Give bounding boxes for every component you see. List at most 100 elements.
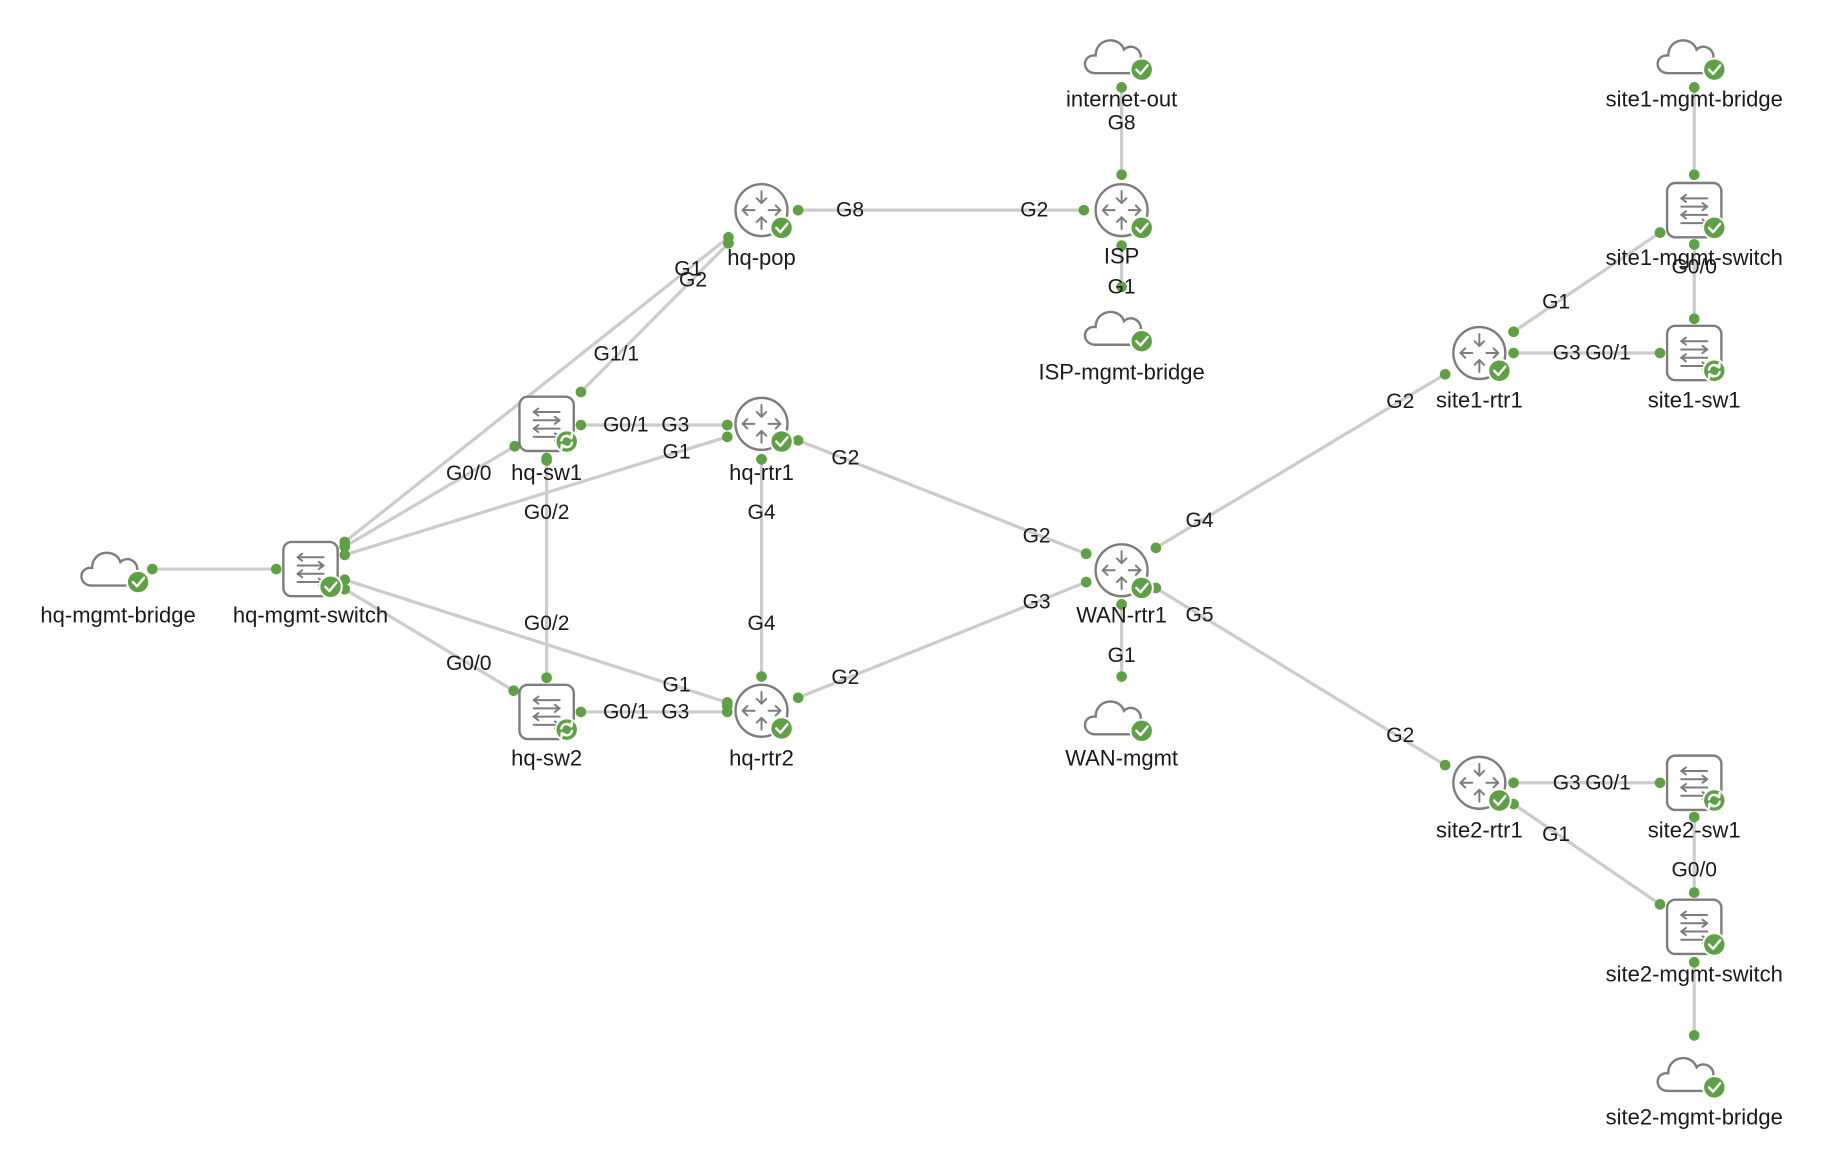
node-hq-rtr2[interactable]: hq-rtr2 (729, 683, 794, 771)
node-hq-mgmt-bridge[interactable]: hq-mgmt-bridge (40, 551, 196, 628)
link-hq-mgmt-switch-to-hq-rtr2[interactable] (344, 578, 728, 705)
port-dot[interactable] (1688, 811, 1700, 823)
port-dot[interactable] (792, 435, 804, 446)
port-dot[interactable] (1688, 82, 1700, 93)
port-dot[interactable] (1116, 169, 1127, 181)
port-dot[interactable] (1654, 347, 1666, 359)
link-wan-rtr1-to-site2-rtr1[interactable] (1155, 586, 1446, 767)
port-dot[interactable] (1439, 759, 1451, 771)
node-label: WAN-mgmt (1065, 745, 1178, 770)
port-dot[interactable] (1688, 887, 1700, 898)
port-dot[interactable] (339, 549, 351, 561)
port-dot[interactable] (1439, 368, 1451, 380)
link-hq-rtr1-to-wan-rtr1[interactable] (797, 438, 1087, 556)
port-dot[interactable] (575, 386, 587, 398)
port-dot[interactable] (270, 563, 282, 575)
port-dot[interactable] (1080, 576, 1092, 588)
link-site1-rtr1-to-wan-rtr1[interactable] (1155, 372, 1446, 550)
node-isp[interactable]: ISP (1094, 182, 1154, 269)
port-dot[interactable] (339, 574, 351, 586)
status-check-icon (318, 574, 343, 599)
port-label: G1 (663, 441, 691, 464)
port-dot[interactable] (792, 204, 804, 216)
port-dot[interactable] (721, 700, 733, 712)
port-dot[interactable] (1116, 240, 1127, 251)
node-site2-sw1[interactable]: site2-sw1 (1648, 754, 1741, 843)
node-label: site1-mgmt-bridge (1606, 87, 1783, 112)
node-wan-mgmt[interactable]: WAN-mgmt (1065, 700, 1178, 771)
port-dot[interactable] (575, 706, 587, 718)
port-label: G1 (1542, 823, 1570, 846)
port-dot[interactable] (146, 563, 158, 575)
port-dot[interactable] (1508, 326, 1519, 338)
link-hq-mgmt-switch-to-hq-sw2[interactable] (343, 587, 515, 693)
link-hq-mgmt-switch-to-hq-rtr1[interactable] (344, 435, 728, 557)
node-label: hq-mgmt-switch (233, 603, 388, 628)
port-dot[interactable] (509, 440, 521, 452)
port-dot[interactable] (1080, 548, 1092, 560)
status-check-icon (1487, 788, 1512, 813)
port-dot[interactable] (723, 237, 734, 249)
port-dot[interactable] (1116, 82, 1127, 93)
link-hq-mgmt-switch-to-hq-sw1[interactable] (343, 444, 516, 549)
node-site1-rtr1[interactable]: site1-rtr1 (1436, 325, 1523, 413)
port-label: G3 (661, 414, 689, 437)
node-site1-sw1[interactable]: site1-sw1 (1648, 324, 1741, 413)
port-dot[interactable] (792, 692, 804, 704)
node-hq-pop[interactable]: hq-pop (727, 182, 796, 270)
link-site2-rtr1-to-site2-mgmt-switch[interactable] (1512, 802, 1661, 906)
port-dot[interactable] (1150, 542, 1162, 554)
node-hq-sw1[interactable]: hq-sw1 (511, 395, 582, 485)
port-dot[interactable] (541, 455, 552, 466)
node-label: site2-mgmt-bridge (1606, 1104, 1783, 1129)
port-dot[interactable] (1688, 239, 1700, 250)
port-dot[interactable] (721, 419, 733, 431)
port-dot[interactable] (1078, 204, 1090, 216)
port-dot[interactable] (756, 671, 767, 682)
port-dot[interactable] (1654, 899, 1666, 910)
link-site1-mgmt-switch-to-site1-rtr1[interactable] (1512, 231, 1661, 334)
port-dot[interactable] (1654, 777, 1666, 789)
port-dot[interactable] (1116, 599, 1127, 610)
status-check-icon (1129, 575, 1154, 601)
status-sync-icon (554, 717, 579, 742)
port-dot[interactable] (1116, 281, 1127, 293)
node-site2-rtr1[interactable]: site2-rtr1 (1436, 755, 1523, 843)
node-isp-mgmt-bridge[interactable]: ISP-mgmt-bridge (1038, 310, 1205, 384)
node-site1-mgmt-bridge[interactable]: site1-mgmt-bridge (1606, 39, 1783, 112)
port-dot[interactable] (1508, 347, 1519, 359)
port-label: G3 (1023, 591, 1051, 614)
port-label: G4 (748, 612, 776, 635)
port-dot[interactable] (339, 541, 351, 552)
link-hq-rtr2-to-wan-rtr1[interactable] (797, 580, 1087, 700)
port-dot[interactable] (1688, 169, 1700, 181)
node-site2-mgmt-bridge[interactable]: site2-mgmt-bridge (1606, 1057, 1783, 1129)
port-dot[interactable] (575, 419, 587, 431)
status-check-icon (1129, 215, 1154, 241)
port-dot[interactable] (541, 672, 552, 684)
node-label: hq-rtr2 (729, 745, 794, 770)
port-dot[interactable] (1688, 313, 1700, 325)
status-check-icon (1129, 718, 1154, 744)
node-internet-out[interactable]: internet-out (1066, 39, 1177, 112)
port-label: G0/1 (603, 700, 649, 723)
links-layer (152, 87, 1696, 1036)
node-site1-mgmt-switch[interactable]: site1-mgmt-switch (1606, 181, 1783, 270)
node-hq-mgmt-switch[interactable]: hq-mgmt-switch (233, 540, 388, 628)
port-dot[interactable] (1508, 777, 1519, 789)
node-hq-rtr1[interactable]: hq-rtr1 (729, 396, 794, 485)
node-site2-mgmt-switch[interactable]: site2-mgmt-switch (1606, 898, 1783, 987)
port-dot[interactable] (721, 431, 733, 443)
port-dot[interactable] (508, 685, 519, 696)
node-hq-sw2[interactable]: hq-sw2 (511, 683, 582, 771)
port-dot[interactable] (756, 453, 767, 465)
port-dot[interactable] (1688, 956, 1700, 968)
link-hq-mgmt-switch-to-hq-pop[interactable] (343, 236, 730, 544)
port-label: G0/2 (524, 612, 570, 635)
port-dot[interactable] (1654, 227, 1666, 238)
port-dot[interactable] (1688, 1030, 1700, 1041)
link-hq-sw1-to-hq-pop[interactable] (579, 242, 730, 394)
node-wan-rtr1[interactable]: WAN-rtr1 (1076, 543, 1167, 628)
port-dot[interactable] (1116, 671, 1127, 682)
